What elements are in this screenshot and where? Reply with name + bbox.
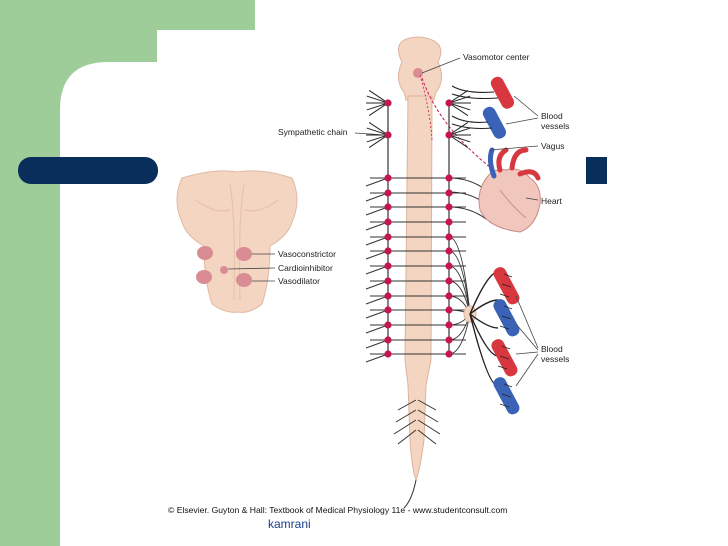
vasomotor-pathway bbox=[419, 74, 433, 141]
spinal-nerve-branch-left bbox=[365, 280, 389, 290]
ganglion-dot-left bbox=[384, 292, 392, 300]
cervical-nerve-right bbox=[448, 102, 471, 111]
ganglion-dot-left bbox=[384, 189, 392, 197]
spinal-cord bbox=[393, 36, 501, 509]
spinal-nerve-branch-left bbox=[365, 236, 389, 246]
spinal-nerve-branch-left bbox=[365, 295, 389, 305]
white-content-card bbox=[60, 30, 728, 546]
ganglion-dot-left bbox=[384, 277, 392, 285]
vessel-nerve-ending bbox=[497, 345, 511, 370]
ganglion-dot-right bbox=[445, 131, 453, 139]
vagus-pathway bbox=[421, 77, 501, 176]
ganglion-dot-right bbox=[445, 350, 453, 358]
vessel-nerve-ending bbox=[499, 383, 513, 408]
label-vagus: Vagus bbox=[541, 141, 565, 151]
ganglion-dot-right bbox=[445, 174, 453, 182]
ganglion-dot-left bbox=[384, 218, 392, 226]
ganglion-dot-right bbox=[445, 277, 453, 285]
ganglion-dot-left bbox=[384, 99, 392, 107]
ganglion-dot-left bbox=[384, 203, 392, 211]
vessel-innervation bbox=[451, 85, 499, 100]
label-sympathetic-chain: Sympathetic chain bbox=[278, 127, 348, 137]
vasodilator-area-right bbox=[236, 273, 252, 287]
nerve-network bbox=[365, 76, 520, 415]
vein-upper bbox=[482, 106, 507, 139]
vessel-nerve-ending bbox=[499, 305, 513, 330]
vasomotor-center-dot bbox=[413, 68, 423, 78]
ganglion-dot-right bbox=[445, 233, 453, 241]
label-vasoconstrictor: Vasoconstrictor bbox=[278, 249, 336, 259]
label-cardioinhibitor: Cardioinhibitor bbox=[278, 263, 333, 273]
cervical-nerve-right bbox=[448, 90, 469, 104]
spinal-nerve-branch-left bbox=[365, 265, 389, 275]
ganglion-dot-right bbox=[445, 336, 453, 344]
spinal-nerve-branch-left bbox=[365, 324, 389, 334]
ganglion-dot-right bbox=[445, 306, 453, 314]
spinal-cord-body bbox=[404, 95, 433, 482]
cervical-nerve-right bbox=[448, 134, 469, 148]
spinal-nerve-branch-left bbox=[365, 206, 389, 216]
vasoconstrictor-area-left bbox=[197, 246, 213, 260]
cervical-nerve-left bbox=[368, 134, 389, 148]
heart-body bbox=[478, 168, 541, 233]
cervical-nerve-left bbox=[366, 127, 389, 136]
ganglion-dot-right bbox=[445, 203, 453, 211]
source-credit: © Elsevier. Guyton & Hall: Textbook of M… bbox=[168, 505, 508, 515]
cervical-nerve-right bbox=[448, 127, 471, 136]
vessel-innervation bbox=[451, 115, 493, 130]
cervical-nerve-right bbox=[448, 122, 469, 136]
cardioinhibitor-area bbox=[220, 266, 228, 274]
label-heart: Heart bbox=[541, 196, 562, 206]
ganglion-dot-left bbox=[384, 262, 392, 270]
ganglion-dot-left bbox=[384, 233, 392, 241]
vessel-nerve-ending bbox=[499, 273, 513, 298]
navy-bar-left bbox=[18, 157, 158, 184]
footer-author: kamrani bbox=[268, 517, 311, 531]
navy-bar-right bbox=[586, 157, 607, 184]
label-blood-vessels-lower: Blood vessels bbox=[541, 344, 570, 364]
cervical-nerve-left bbox=[368, 122, 389, 136]
ganglion-dot-left bbox=[384, 174, 392, 182]
spinal-nerve-branch-left bbox=[365, 177, 389, 187]
cervical-nerve-left bbox=[366, 95, 389, 104]
label-blood-vessels-upper: Blood vessels bbox=[541, 111, 570, 131]
ganglion-dot-right bbox=[445, 99, 453, 107]
heart bbox=[478, 147, 541, 233]
ganglion-dot-right bbox=[445, 321, 453, 329]
ganglion-dot-left bbox=[384, 321, 392, 329]
brainstem-inset bbox=[176, 170, 298, 313]
ganglion-dot-right bbox=[445, 247, 453, 255]
spinal-nerve-branch-left bbox=[365, 339, 389, 349]
spinal-nerve-branch-left bbox=[365, 309, 389, 319]
ganglion-dot-right bbox=[445, 218, 453, 226]
ganglion-dot-left bbox=[384, 306, 392, 314]
cauda-equina bbox=[393, 399, 441, 509]
ganglion-dot-right bbox=[445, 292, 453, 300]
cervical-nerve-left bbox=[368, 102, 389, 116]
label-vasomotor-center: Vasomotor center bbox=[463, 52, 530, 62]
vasodilator-area-left bbox=[196, 270, 212, 284]
cervical-nerve-left bbox=[368, 90, 389, 104]
ganglion-dot-left bbox=[384, 247, 392, 255]
artery-upper bbox=[490, 76, 515, 109]
spinal-nerve-branch-left bbox=[365, 353, 389, 363]
cervical-nerve-right bbox=[448, 102, 469, 116]
spinal-nerve-branch-left bbox=[365, 192, 389, 202]
ganglion-dot-left bbox=[384, 336, 392, 344]
label-vasodilator: Vasodilator bbox=[278, 276, 320, 286]
leader-lines bbox=[354, 57, 539, 387]
cervical-nerve-left bbox=[366, 134, 389, 143]
cervical-nerve-right bbox=[448, 134, 471, 143]
vasoconstrictor-area-right bbox=[236, 247, 252, 261]
ganglion-dot-left bbox=[384, 131, 392, 139]
vessel-nerve bbox=[469, 313, 499, 329]
cervical-nerve-left bbox=[366, 102, 389, 111]
ganglion-dot-left bbox=[384, 350, 392, 358]
spinal-nerve-branch-left bbox=[365, 221, 389, 231]
ganglion-dot-right bbox=[445, 262, 453, 270]
spinal-nerve-branch-left bbox=[365, 250, 389, 260]
vessel-nerve bbox=[469, 299, 499, 315]
ganglion-dot-right bbox=[445, 189, 453, 197]
